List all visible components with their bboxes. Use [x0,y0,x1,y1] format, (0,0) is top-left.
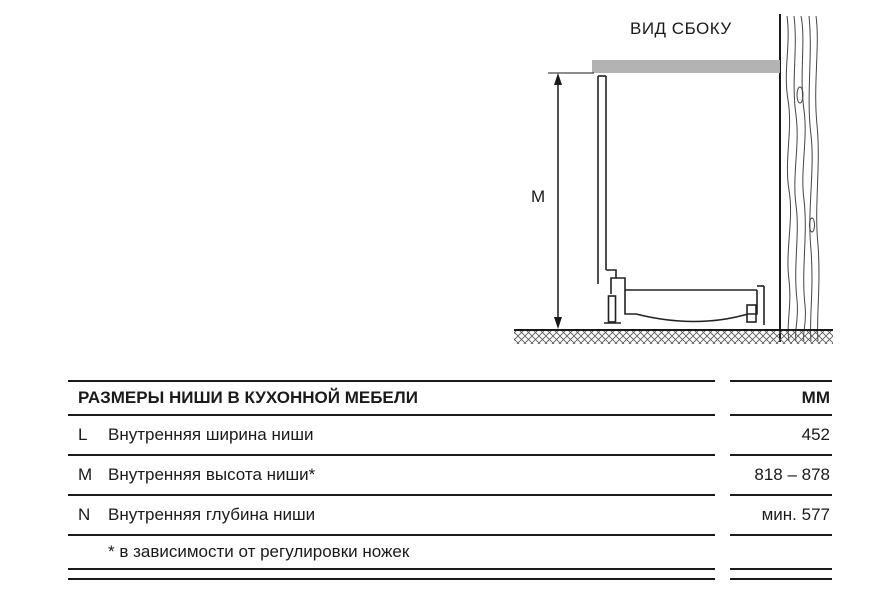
table-bottom-rule [68,570,832,580]
wall-wood-grain [785,15,820,342]
row-label: Внутренняя глубина ниши [108,505,316,524]
table-title: РАЗМЕРЫ НИШИ В КУХОННОЙ МЕБЕЛИ [68,380,715,416]
row-key: L [78,425,88,444]
table-header-row: РАЗМЕРЫ НИШИ В КУХОННОЙ МЕБЕЛИ ММ [68,380,832,416]
table-row: L Внутренняя ширина ниши 452 [68,416,832,456]
row-key: M [78,465,93,484]
countertop [592,60,780,73]
row-label: Внутренняя ширина ниши [108,425,314,444]
floor-hatch [514,331,833,344]
appliance-outline [597,75,765,325]
row-label: Внутренняя высота ниши* [108,465,316,484]
row-value: мин. 577 [730,496,832,536]
row-key: N [78,505,91,524]
side-view-diagram [514,14,833,344]
row-value: 452 [730,416,832,456]
diagram-title: ВИД СБОКУ [630,19,732,38]
niche-dimensions-table: РАЗМЕРЫ НИШИ В КУХОННОЙ МЕБЕЛИ ММ L Внут… [68,380,832,580]
dimension-line-m [548,72,594,329]
table-footnote-row: * в зависимости от регулировки ножек [68,536,832,570]
footnote-text: * в зависимости от регулировки ножек [108,542,410,561]
table-row: N Внутренняя глубина ниши мин. 577 [68,496,832,536]
row-value: 818 – 878 [730,456,832,496]
table-row: M Внутренняя высота ниши* 818 – 878 [68,456,832,496]
table-unit-header: ММ [730,380,832,416]
dimension-label-m: M [531,187,546,206]
